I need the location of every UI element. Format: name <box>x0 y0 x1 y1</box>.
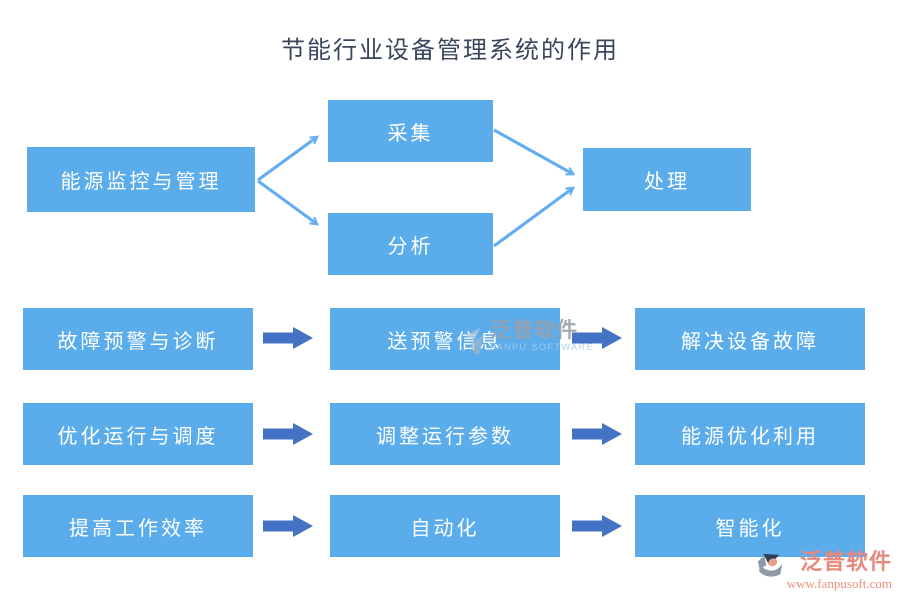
watermark-subtext: FANPU SOFTWARE <box>490 342 595 352</box>
box-energy-monitoring: 能源监控与管理 <box>27 147 255 212</box>
diagram-title: 节能行业设备管理系统的作用 <box>281 36 619 64</box>
block-arrow-right-icon <box>572 515 622 537</box>
block-arrow-right-icon <box>263 423 313 445</box>
fanpu-brand: 泛普软件 www.fanpusoft.com <box>752 549 892 591</box>
arrow-collect-to-process <box>493 128 573 176</box>
block-arrow-right-icon <box>572 327 622 349</box>
brand-website: www.fanpusoft.com <box>786 576 892 591</box>
box-analyze: 分析 <box>328 213 493 275</box>
box-solve-equipment-fault: 解决设备故障 <box>635 308 865 370</box>
arrow-source-to-analyze <box>257 179 317 224</box>
block-arrow-right-icon <box>263 515 313 537</box>
box-intelligence: 智能化 <box>635 495 865 557</box>
fanpu-watermark: 泛普软件 FANPU SOFTWARE <box>464 318 594 358</box>
box-energy-optimized-use: 能源优化利用 <box>635 403 865 465</box>
box-adjust-operating-parameters: 调整运行参数 <box>330 403 560 465</box>
watermark-text: 泛普软件 <box>490 317 578 342</box>
box-optimize-operation-scheduling: 优化运行与调度 <box>23 403 253 465</box>
arrow-source-to-collect <box>257 137 317 182</box>
block-arrow-right-icon <box>572 423 622 445</box>
box-fault-warning-diagnosis: 故障预警与诊断 <box>23 308 253 370</box>
fanpu-watermark-icon <box>466 328 484 355</box>
arrow-analyze-to-process <box>493 188 573 248</box>
box-send-warning-info: 送预警信息 <box>330 308 560 370</box>
box-collect: 采集 <box>328 100 493 162</box>
box-process: 处理 <box>583 148 751 211</box>
block-arrow-right-icon <box>263 327 313 349</box>
brand-logo-text: 泛普软件 <box>799 549 892 575</box>
box-automation: 自动化 <box>330 495 560 557</box>
fanpu-logo-icon <box>757 553 783 577</box>
box-improve-work-efficiency: 提高工作效率 <box>23 495 253 557</box>
